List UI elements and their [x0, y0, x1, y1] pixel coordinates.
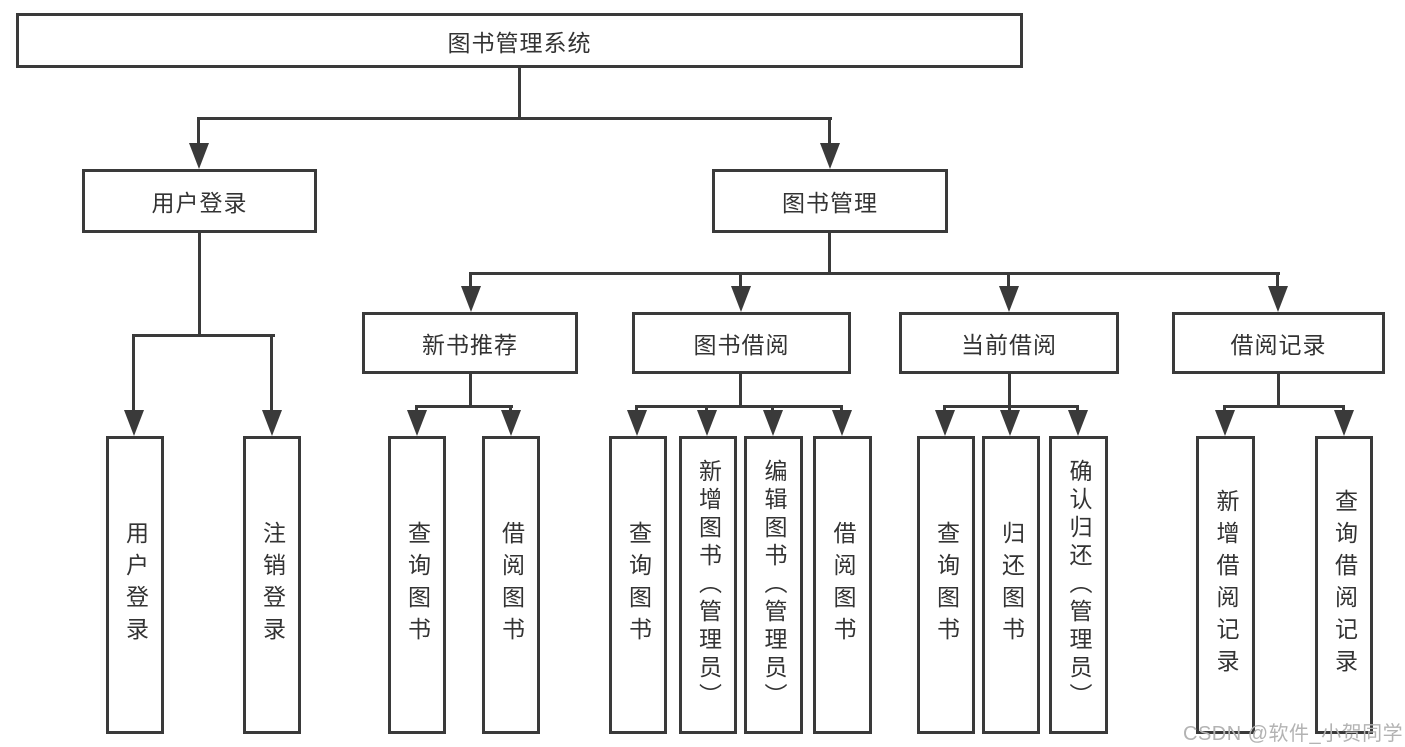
leaf-borrow-books-recommend: 借阅图书 [482, 436, 540, 734]
arrow-to-leaf-logout [262, 334, 282, 436]
node-user-login: 用户登录 [82, 169, 317, 233]
node-new-book-recommend: 新书推荐 [362, 312, 578, 374]
leaf-query-borrow-record: 查询借阅记录 [1315, 436, 1373, 734]
connector-borrow-records-hline [1224, 405, 1345, 408]
arrow-to-leaf-user-login [124, 334, 144, 436]
leaf-query-books-borrow: 查询图书 [609, 436, 667, 734]
leaf-user-login: 用户登录 [106, 436, 164, 734]
arrow-to-leaf-borrow-books-1 [501, 405, 521, 436]
connector-current-borrow-hline [944, 405, 1079, 408]
arrow-to-leaf-add-record [1215, 405, 1235, 436]
arrow-to-leaf-return-books [1000, 405, 1020, 436]
connector-book-management-vline [828, 233, 831, 273]
leaf-add-books-admin: 新增图书（管理员） [679, 436, 737, 734]
connector-new-books-vline [469, 374, 472, 406]
watermark: CSDN @软件_小贺同学 [1183, 723, 1404, 745]
connector-user-login-vline [198, 233, 201, 335]
connector-book-borrow-vline [739, 374, 742, 406]
arrow-to-book-borrow [731, 272, 751, 312]
arrow-to-leaf-query-record [1334, 405, 1354, 436]
connector-borrow-records-vline [1277, 374, 1280, 406]
node-root: 图书管理系统 [16, 13, 1023, 68]
arrow-to-leaf-query-books-3 [935, 405, 955, 436]
arrow-to-leaf-confirm-return [1068, 405, 1088, 436]
leaf-add-borrow-record: 新增借阅记录 [1196, 436, 1255, 734]
arrow-to-borrow-records [1268, 272, 1288, 312]
arrow-to-new-books [461, 272, 481, 312]
node-current-borrow: 当前借阅 [899, 312, 1119, 374]
connector-current-borrow-vline [1008, 374, 1011, 406]
arrow-to-book-management [820, 117, 840, 169]
connector-root-vline [518, 68, 521, 118]
node-borrow-records: 借阅记录 [1172, 312, 1385, 374]
leaf-logout: 注销登录 [243, 436, 301, 734]
arrow-to-leaf-edit-books [763, 405, 783, 436]
connector-book-management-hline [469, 272, 1280, 275]
arrow-to-leaf-add-books [697, 405, 717, 436]
leaf-confirm-return-admin: 确认归还（管理员） [1049, 436, 1108, 734]
arrow-to-leaf-borrow-books-2 [832, 405, 852, 436]
node-book-management: 图书管理 [712, 169, 948, 233]
leaf-query-books-recommend: 查询图书 [388, 436, 446, 734]
connector-new-books-hline [416, 405, 513, 408]
connector-user-login-hline [133, 334, 275, 337]
arrow-to-user-login [189, 117, 209, 169]
connector-book-borrow-hline [636, 405, 843, 408]
leaf-return-books: 归还图书 [982, 436, 1040, 734]
connector-root-hline [198, 117, 832, 120]
leaf-edit-books-admin: 编辑图书（管理员） [744, 436, 803, 734]
arrow-to-current-borrow [999, 272, 1019, 312]
arrow-to-leaf-query-books-1 [407, 405, 427, 436]
arrow-to-leaf-query-books-2 [627, 405, 647, 436]
leaf-query-books-current: 查询图书 [917, 436, 975, 734]
leaf-borrow-books: 借阅图书 [813, 436, 872, 734]
node-book-borrow: 图书借阅 [632, 312, 851, 374]
